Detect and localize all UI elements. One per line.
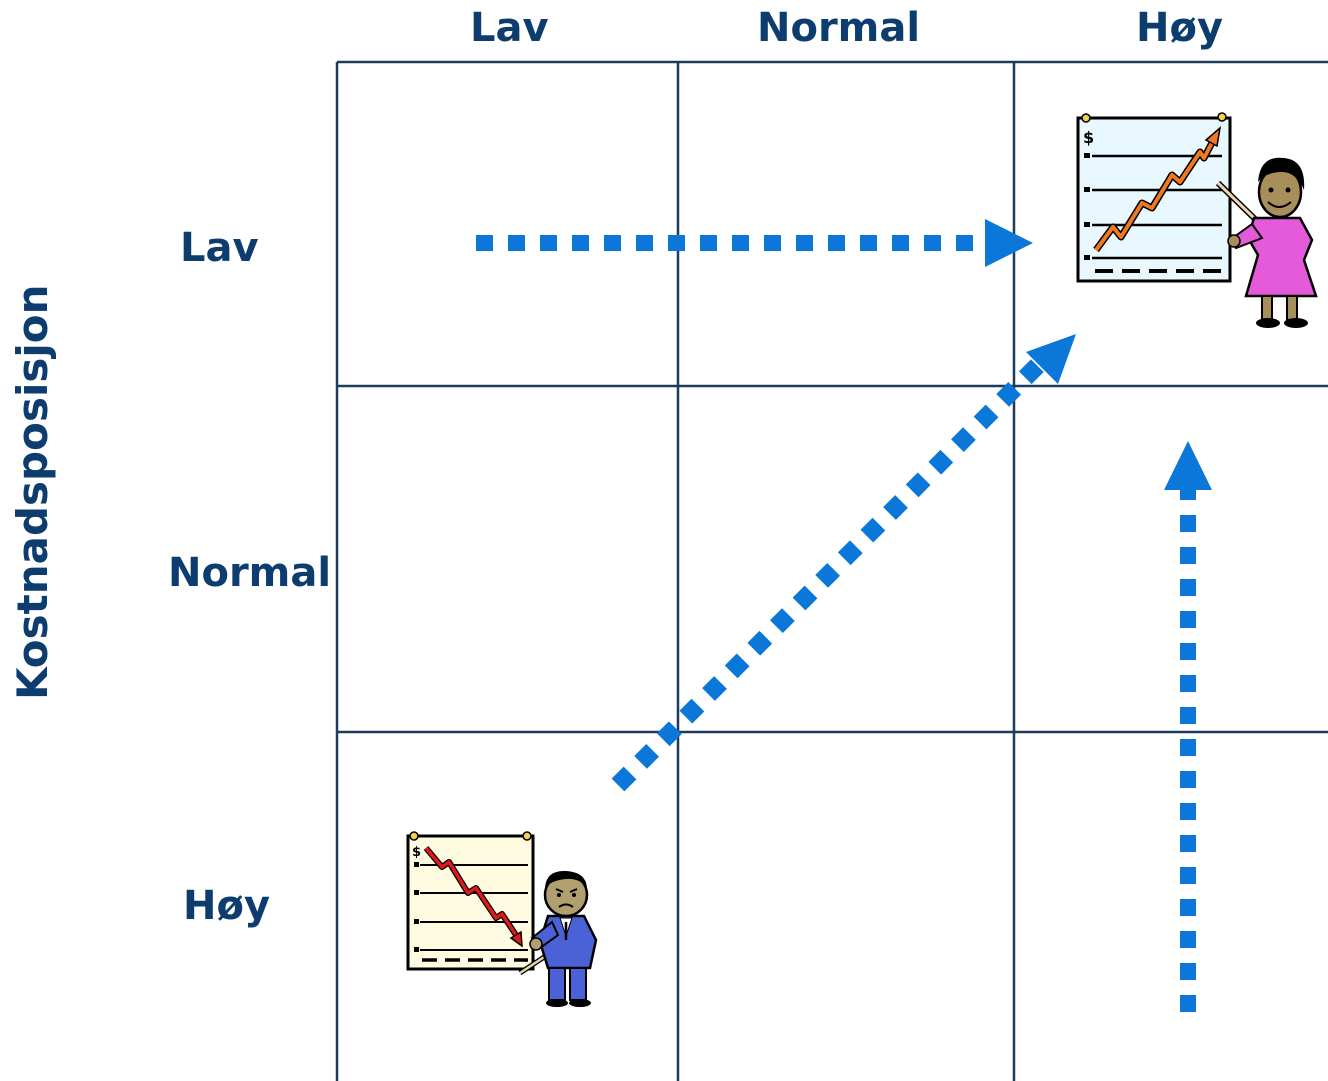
presenter-woman-rising-chart-icon: $ [1076,112,1318,328]
column-header-normal: Normal [757,5,921,51]
row-header-lav: Lav [180,225,259,271]
arrow-vertical [1164,441,1212,1012]
chart-dollar-label: $ [412,845,421,860]
chart-dollar-label: $ [1083,128,1094,147]
presenter-man-falling-chart-icon: $ [406,831,598,1007]
column-header-hoy: Høy [1136,5,1224,51]
grid-lines [335,60,1328,1081]
arrow-diagonal [611,334,1076,792]
column-header-lav: Lav [470,5,549,51]
arrow-horizontal [476,219,1033,267]
row-header-hoy: Høy [183,883,271,929]
row-header-normal: Normal [168,550,332,596]
